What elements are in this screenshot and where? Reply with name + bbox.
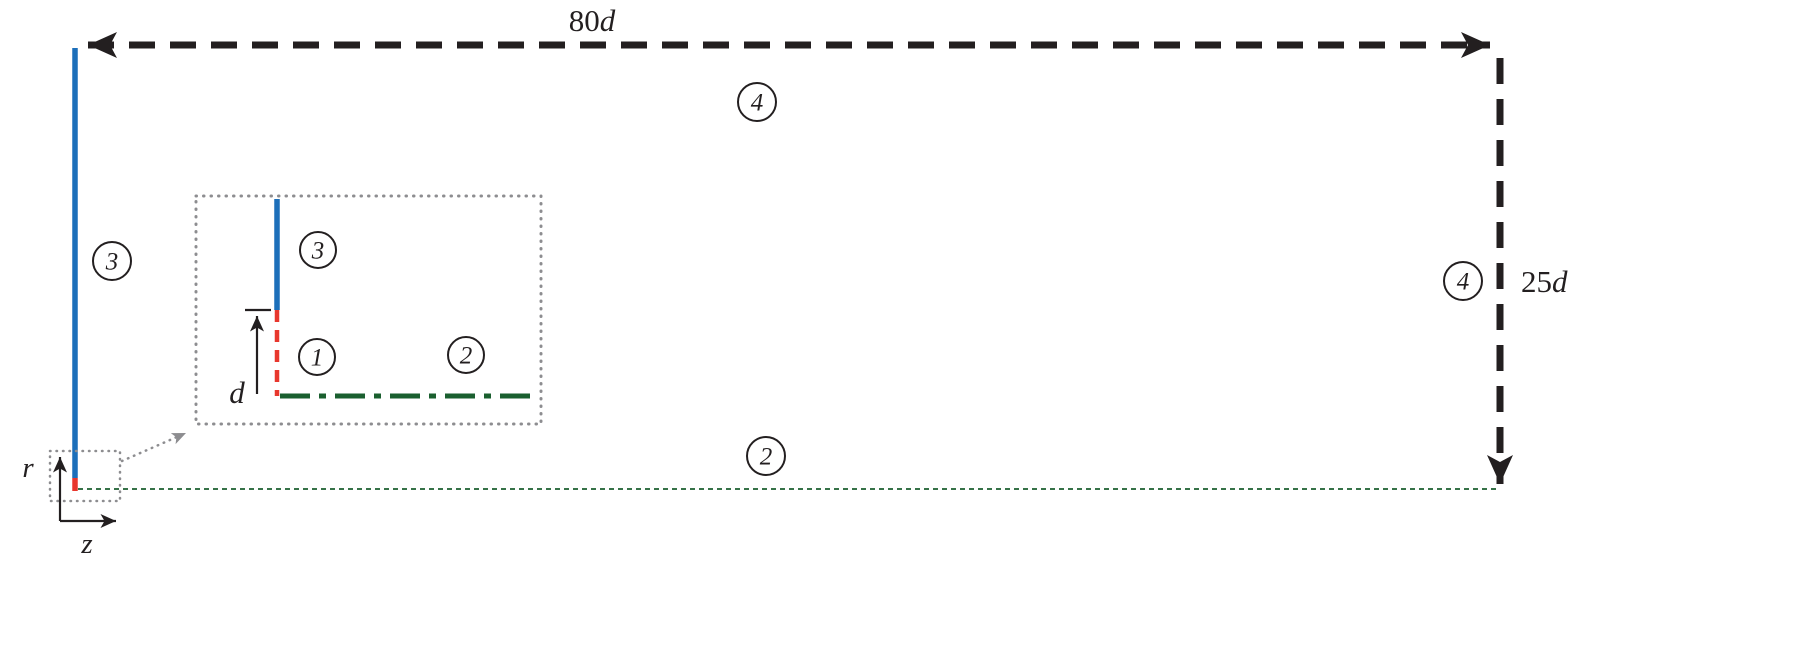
badge-number: 3 [105, 249, 119, 276]
boundary-badge-1-inset: 1 [298, 338, 336, 376]
badge-circle [92, 241, 132, 281]
right-dimension-number: 25 [1521, 264, 1552, 299]
top-dimension-symbol: d [600, 3, 616, 38]
boundary-badge-3-main: 3 [92, 241, 132, 281]
badge-number: 4 [1457, 269, 1470, 296]
badge-circle [746, 436, 786, 476]
badge-circle [737, 82, 777, 122]
boundary-badge-2-inset: 2 [447, 336, 485, 374]
badge-circle [1443, 261, 1483, 301]
badge-number: 3 [311, 238, 325, 265]
badge-number: 2 [460, 343, 473, 370]
badge-circle [299, 231, 337, 269]
badge-circle [298, 338, 336, 376]
zoom-connector-arrow [120, 431, 188, 463]
boundary-badge-4-right: 4 [1443, 261, 1483, 301]
badge-number: 4 [751, 90, 764, 117]
badge-circle [447, 336, 485, 374]
right-dimension-symbol: d [1552, 264, 1568, 299]
zoom-source-box [48, 449, 122, 503]
zoom-inset-box [194, 194, 543, 426]
r-axis-label: r [22, 452, 34, 484]
z-axis-label: z [80, 528, 92, 560]
top-dimension-label: 80d [569, 3, 616, 38]
badge-number: 2 [760, 444, 773, 471]
boundary-badge-2-main: 2 [746, 436, 786, 476]
boundary-badge-3-inset: 3 [299, 231, 337, 269]
boundary-badge-4-top: 4 [737, 82, 777, 122]
badge-number: 1 [311, 345, 324, 372]
inset-dimension-label: d [229, 375, 245, 410]
right-dimension-label: 25d [1521, 264, 1568, 299]
top-dimension-number: 80 [569, 3, 600, 38]
